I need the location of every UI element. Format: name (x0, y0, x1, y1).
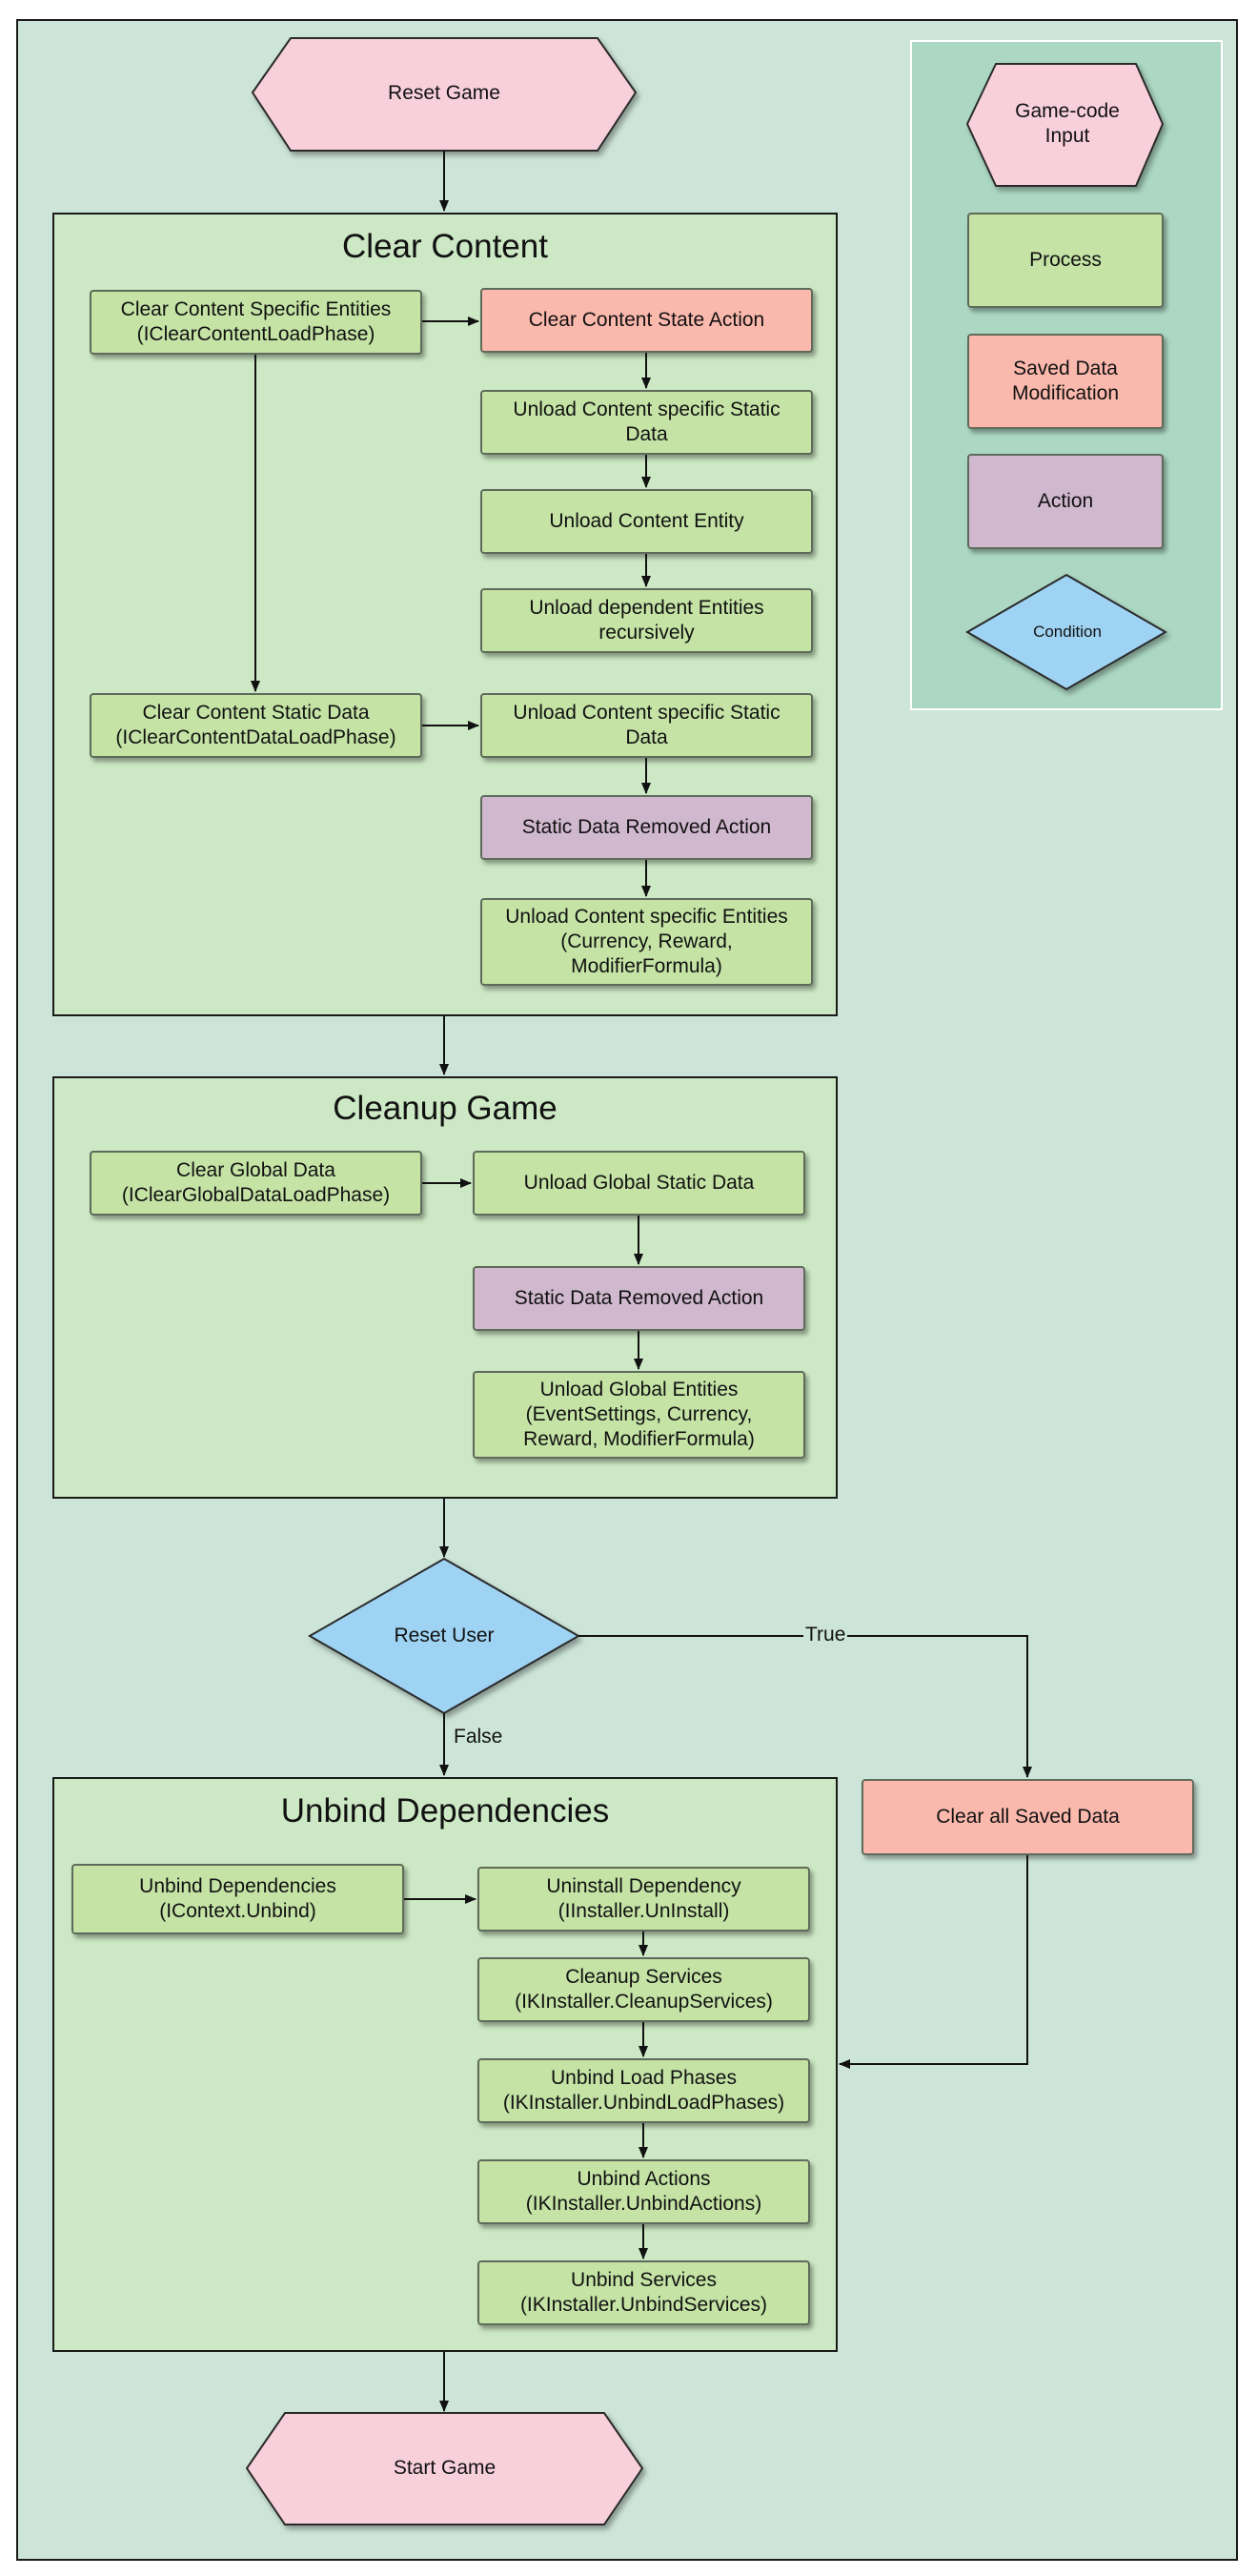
clear-content-state-action: Clear Content State Action (480, 288, 813, 353)
unload-content-static-data-2: Unload Content specific Static Data (480, 693, 813, 758)
edge-label-false: False (454, 1726, 503, 1748)
start-game-hexagon (245, 2412, 644, 2525)
unload-content-specific-entities: Unload Content specific Entities (Curren… (480, 898, 813, 986)
static-data-removed-action-2: Static Data Removed Action (473, 1266, 805, 1331)
unload-global-static-data: Unload Global Static Data (473, 1151, 805, 1216)
unbind-services: Unbind Services (IKInstaller.UnbindServi… (477, 2260, 810, 2325)
unbind-actions: Unbind Actions (IKInstaller.UnbindAction… (477, 2159, 810, 2224)
unbind-dependencies-context: Unbind Dependencies (IContext.Unbind) (71, 1864, 404, 1934)
uninstall-dependency: Uninstall Dependency (IInstaller.UnInsta… (477, 1867, 810, 1932)
reset-game-hexagon (251, 37, 638, 152)
unload-global-entities: Unload Global Entities (EventSettings, C… (473, 1371, 805, 1459)
cleanup-services: Cleanup Services (IKInstaller.CleanupSer… (477, 1957, 810, 2022)
unload-content-static-data-1: Unload Content specific Static Data (480, 390, 813, 455)
start-game-node: Start Game (393, 2457, 497, 2479)
group-title-cleanup-game: Cleanup Game (333, 1090, 558, 1127)
legend-process: Process (967, 213, 1164, 308)
group-title-unbind: Unbind Dependencies (280, 1792, 610, 1830)
unbind-load-phases: Unbind Load Phases (IKInstaller.UnbindLo… (477, 2058, 810, 2123)
legend-input-label: Game-code Input (1015, 100, 1120, 147)
clear-content-static-data: Clear Content Static Data (IClearContent… (90, 693, 422, 758)
arrow-true-to-clear-saved (578, 1635, 1032, 1778)
clear-content-specific-entities: Clear Content Specific Entities (IClearC… (90, 290, 422, 355)
legend-condition-diamond (964, 573, 1168, 691)
legend-saved-data: Saved Data Modification (967, 334, 1164, 429)
group-title-clear-content: Clear Content (342, 228, 548, 265)
edge-label-true: True (803, 1624, 848, 1646)
reset-game-node: Reset Game (388, 82, 500, 104)
unload-content-entity: Unload Content Entity (480, 489, 813, 554)
legend-input-hexagon (965, 63, 1165, 187)
clear-all-saved-data: Clear all Saved Data (862, 1779, 1194, 1855)
static-data-removed-action-1: Static Data Removed Action (480, 795, 813, 860)
clear-global-data: Clear Global Data (IClearGlobalDataLoadP… (90, 1151, 422, 1216)
legend-condition-label: Condition (1033, 623, 1102, 641)
arrow-clear-saved-to-unbind (839, 1855, 1028, 2069)
unload-dependent-entities: Unload dependent Entities recursively (480, 588, 813, 653)
reset-user-condition: Reset User (394, 1625, 495, 1646)
legend-action: Action (967, 454, 1164, 549)
